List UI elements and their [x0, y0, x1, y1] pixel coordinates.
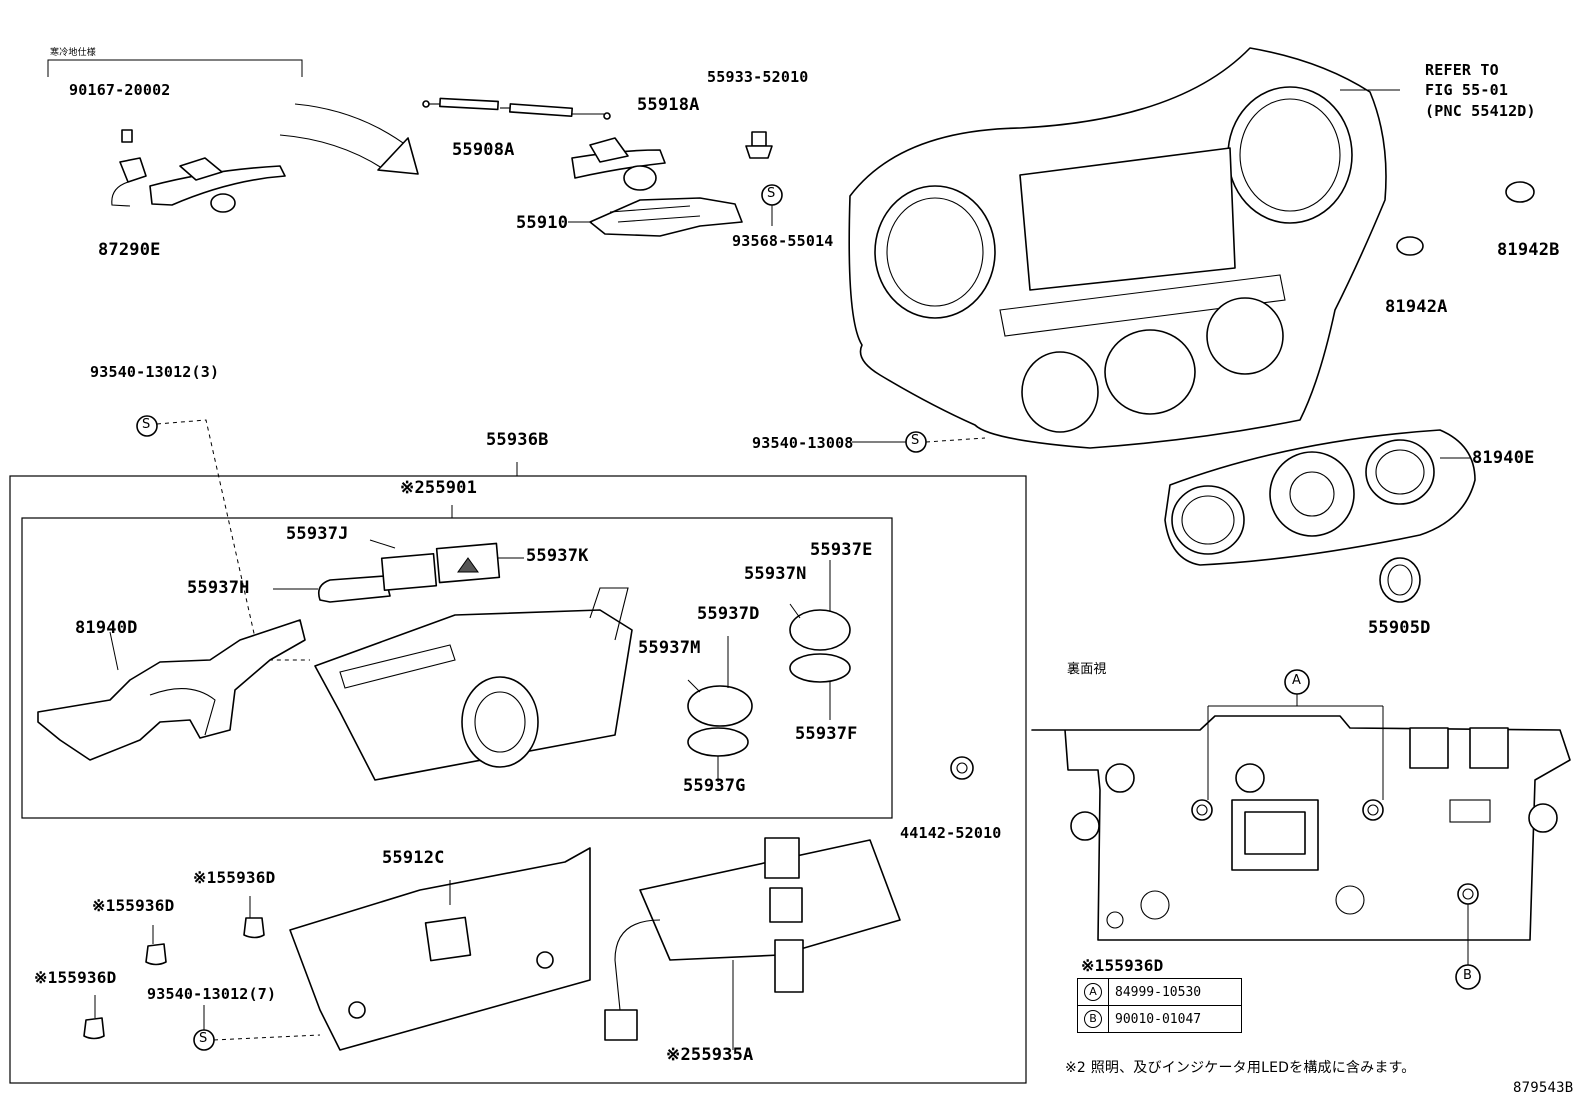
- part-55937h: [317, 575, 391, 603]
- part-55937f: [789, 653, 851, 683]
- mark-s-top: S: [142, 417, 151, 432]
- legend-mark-cell: A: [1077, 978, 1109, 1006]
- label-55936d-bottom: ※155936D: [34, 968, 117, 987]
- mark-a-rear: A: [1292, 673, 1302, 688]
- mark-s-bottom: S: [199, 1031, 208, 1046]
- part-81942b: [1505, 181, 1535, 203]
- part-81940d: [37, 619, 306, 761]
- legend-table: A 84999-10530 B 90010-01047: [1077, 978, 1242, 1033]
- label-55937j: 55937J: [286, 524, 349, 544]
- legend-row-a: A 84999-10530: [1077, 978, 1242, 1006]
- rear-view-drawing: [1031, 694, 1571, 965]
- label-55935a: ※255935A: [666, 1045, 754, 1065]
- label-refer-to: REFER TO: [1425, 61, 1499, 79]
- part-55937m: [687, 685, 753, 727]
- figure-number: 879543B: [1513, 1080, 1574, 1096]
- part-55918a: [571, 137, 666, 191]
- part-44142-52010: [950, 756, 974, 780]
- label-81942b: 81942B: [1497, 240, 1560, 260]
- frame-55936b: [9, 475, 1027, 1084]
- part-55936d-b: [145, 943, 167, 966]
- legend-part-a: 84999-10530: [1108, 978, 1242, 1006]
- label-refer-fig: FIG 55-01: [1425, 81, 1509, 99]
- label-55905d: 55905D: [1368, 618, 1431, 638]
- label-55901: ※255901: [400, 478, 478, 498]
- label-87290e: 87290E: [98, 240, 161, 260]
- label-55936b: 55936B: [486, 430, 549, 450]
- label-81940d: 81940D: [75, 618, 138, 638]
- part-87290e: [111, 129, 286, 213]
- label-93540-13012-7: 93540-13012(7): [147, 985, 277, 1003]
- label-55936d-mid: ※155936D: [92, 896, 175, 915]
- part-55937n: [789, 609, 851, 651]
- label-55937n: 55937N: [744, 564, 807, 584]
- mark-b-rear: B: [1463, 968, 1473, 983]
- label-93540-13008: 93540-13008: [752, 434, 854, 452]
- legend-mark-cell: B: [1077, 1005, 1109, 1033]
- label-55937f: 55937F: [795, 724, 858, 744]
- label-55936d-top: ※155936D: [193, 868, 276, 887]
- mark-s-55910: S: [767, 186, 776, 201]
- part-55910: [568, 197, 743, 237]
- part-55901-body: [314, 587, 633, 781]
- label-55937d: 55937D: [697, 604, 760, 624]
- part-55905d: [1379, 557, 1421, 603]
- label-55918a: 55918A: [637, 95, 700, 115]
- label-81940e: 81940E: [1472, 448, 1535, 468]
- label-55912c: 55912C: [382, 848, 445, 868]
- part-55935a: [604, 837, 901, 1050]
- legend-row-b: B 90010-01047: [1077, 1005, 1242, 1033]
- frame-55901: [21, 517, 893, 819]
- label-refer-pnc: (PNC 55412D): [1425, 102, 1536, 120]
- label-44142-52010: 44142-52010: [900, 824, 1002, 842]
- label-55910: 55910: [516, 213, 569, 233]
- note-led-included: ※2 照明、及びインジケータ用LEDを構成に含みます。: [1065, 1060, 1416, 1076]
- legend-mark-a: A: [1084, 983, 1102, 1001]
- part-center-cluster-bezel: [848, 47, 1400, 449]
- label-55937e: 55937E: [810, 540, 873, 560]
- label-81942a: 81942A: [1385, 297, 1448, 317]
- label-cold-region-spec: 寒冷地仕様: [50, 48, 97, 58]
- part-55933-52010: [745, 131, 773, 159]
- label-55937k: 55937K: [526, 546, 589, 566]
- part-55936d-c: [83, 1017, 105, 1040]
- part-55936d-a: [243, 917, 265, 939]
- part-55937g: [687, 727, 749, 757]
- label-55937h: 55937H: [187, 578, 250, 598]
- part-55937k: [435, 542, 501, 584]
- label-55937m: 55937M: [638, 638, 701, 658]
- part-55912c: [289, 847, 591, 1051]
- part-55937j: [380, 552, 438, 592]
- part-55908a: [422, 97, 611, 120]
- part-81940e: [1164, 429, 1476, 566]
- legend-part-b: 90010-01047: [1108, 1005, 1242, 1033]
- label-90167-20002: 90167-20002: [69, 81, 171, 99]
- mark-s-bezel: S: [911, 433, 920, 448]
- label-93568-55014: 93568-55014: [732, 232, 834, 250]
- label-93540-13012-3: 93540-13012(3): [90, 363, 220, 381]
- legend-mark-b: B: [1084, 1010, 1102, 1028]
- label-55937g: 55937G: [683, 776, 746, 796]
- label-55936d-legend: ※155936D: [1081, 956, 1164, 975]
- label-55908a: 55908A: [452, 140, 515, 160]
- label-55933-52010: 55933-52010: [707, 68, 809, 86]
- label-rear-view: 裏面視: [1067, 662, 1107, 677]
- part-81942a: [1396, 236, 1424, 256]
